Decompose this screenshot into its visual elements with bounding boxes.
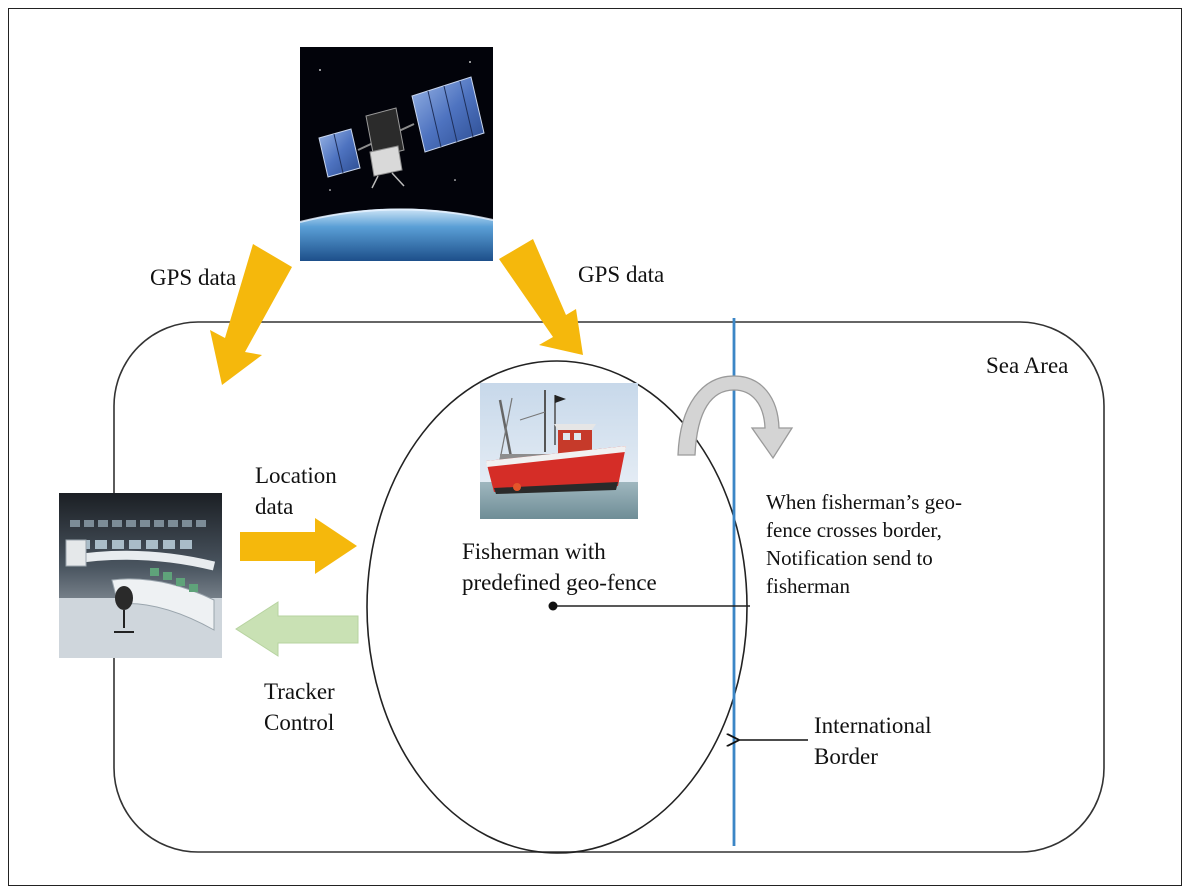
gps-data-arrow-right — [499, 239, 583, 355]
fisherman-line-1: Fisherman with — [462, 539, 606, 564]
fisherman-position-dot — [548, 601, 558, 611]
sea-area-label: Sea Area — [986, 353, 1069, 378]
international-border-label: International Border — [814, 710, 932, 772]
curved-crossing-arrow — [677, 375, 794, 460]
control-room-image — [59, 493, 222, 658]
location-data-line-1: Location — [255, 463, 337, 488]
international-border-line-2: Border — [814, 744, 878, 769]
notification-line-2: fence crosses border, — [766, 518, 942, 542]
notification-line-1: When fisherman’s geo- — [766, 490, 962, 514]
geo-fence-ellipse — [366, 360, 748, 854]
location-data-arrow — [240, 518, 357, 574]
notification-line-4: fisherman — [766, 574, 850, 598]
fisherman-label: Fisherman with predefined geo-fence — [462, 536, 657, 598]
tracker-control-arrow — [235, 601, 359, 657]
tracker-control-line-1: Tracker — [264, 679, 335, 704]
satellite-image — [299, 47, 494, 261]
gps-data-arrow-left — [210, 244, 292, 385]
location-data-line-2: data — [255, 494, 294, 519]
gps-data-label-right: GPS data — [578, 262, 665, 287]
tracker-control-label: Tracker Control — [264, 676, 335, 738]
gps-data-label-left: GPS data — [150, 265, 237, 290]
boat-image — [480, 383, 638, 519]
fisherman-line-2: predefined geo-fence — [462, 570, 657, 595]
figure-frame — [8, 8, 1182, 886]
location-data-label: Location data — [255, 460, 337, 522]
tracker-control-line-2: Control — [264, 710, 335, 735]
notification-label: When fisherman’s geo- fence crosses bord… — [766, 488, 962, 600]
international-border-line-1: International — [814, 713, 932, 738]
notification-line-3: Notification send to — [766, 546, 933, 570]
